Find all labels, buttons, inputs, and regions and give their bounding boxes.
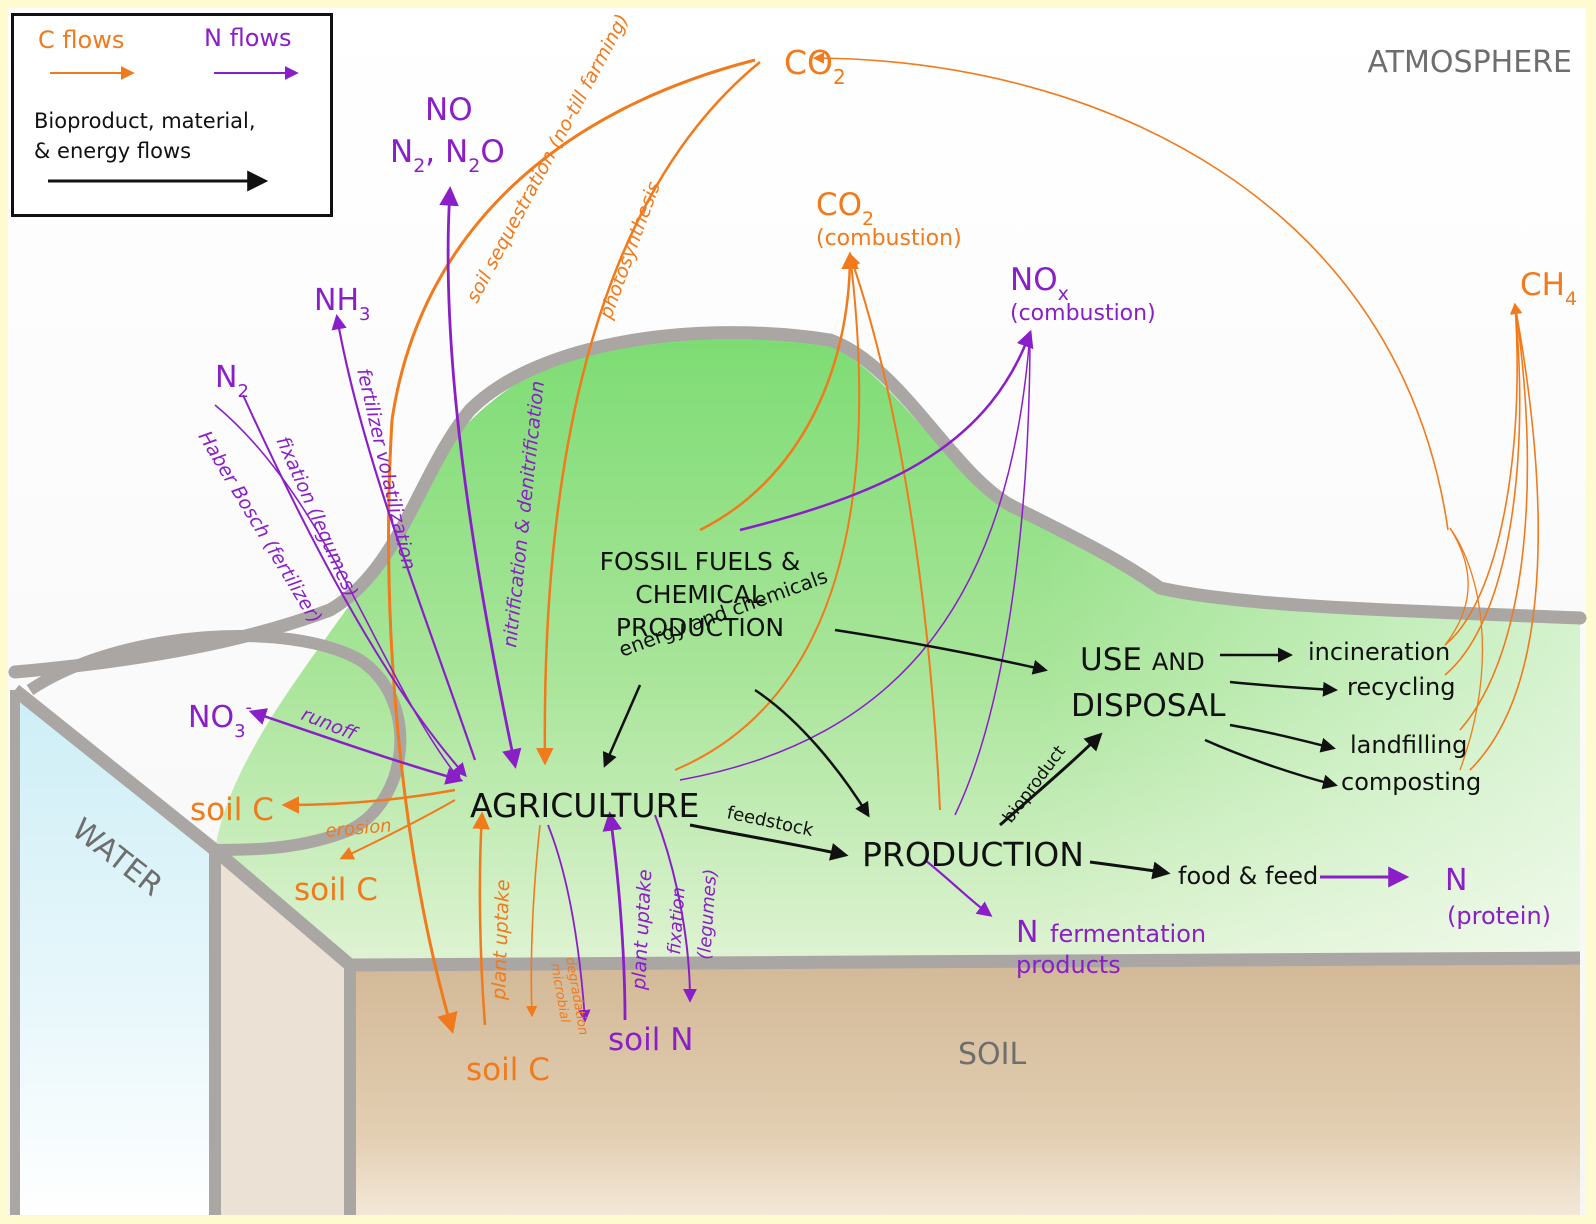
nox-sub: (combustion)	[1010, 301, 1156, 326]
arrow-fixation-bottom	[654, 814, 697, 1003]
fossil-line-2: CHEMICAL	[635, 580, 765, 609]
nitrogen-flow-arrows	[214, 186, 1410, 1023]
arrow-photosynthesis	[536, 61, 761, 766]
material-flow-arrows	[602, 628, 1338, 880]
legend-n-flows: N flows	[204, 24, 292, 52]
arrow-runoff	[248, 708, 464, 785]
no3-label: NO3-	[188, 697, 252, 742]
no-label: NO	[425, 92, 473, 128]
carbon-flow-arrows	[281, 52, 1540, 1035]
nox-label: NOx	[1010, 262, 1069, 305]
arrow-to-landfilling	[1229, 723, 1336, 753]
ridge-top	[8, 326, 1587, 679]
ch4-label: CH4	[1520, 267, 1577, 310]
arrow-erosion-1	[281, 788, 456, 814]
n-protein-n: N	[1445, 863, 1467, 898]
nh3-label: NH3	[314, 283, 370, 325]
arrow-fertilizer-volatilization	[331, 313, 477, 761]
arrow-plant-uptake-c	[472, 811, 490, 1026]
arrow-compost-to-co2-a	[1444, 527, 1469, 646]
arrow-fossil-to-nox	[739, 329, 1034, 532]
arrow-microbial-n	[547, 824, 591, 1023]
green-fade	[215, 330, 1580, 966]
soil-c-left: soil C	[190, 792, 274, 828]
arrow-to-ch4-b	[1444, 302, 1522, 676]
co2-combustion-label: CO2	[816, 187, 874, 230]
arrow-to-ch4-a	[1444, 302, 1522, 646]
arrow-compost-to-co2-b	[1449, 527, 1484, 771]
arrow-microbial	[526, 824, 541, 1018]
arrow-to-n-fermentation	[924, 859, 993, 917]
arrow-ch4-to-co2	[812, 52, 1449, 531]
recycling-label: recycling	[1347, 673, 1455, 701]
arrow-to-ch4-c	[1459, 302, 1529, 731]
landfilling-label: landfilling	[1350, 731, 1467, 759]
n-ferm-n: N	[1016, 915, 1038, 950]
composting-label: composting	[1341, 768, 1481, 796]
arrow-fossil-to-use	[834, 628, 1048, 675]
soil-c-bottom: soil C	[466, 1052, 550, 1088]
legend-graphic: C flows N flows Bioproduct, material, & …	[34, 24, 299, 192]
soil-c-left2: soil C	[294, 872, 378, 908]
arrow-energy-to-production	[754, 688, 870, 818]
label-fixation-bottom-1: fixation	[664, 886, 690, 955]
arrow-plant-uptake-n	[602, 811, 627, 1021]
arrow-soil-sequestration	[387, 58, 756, 1035]
soil-n: soil N	[608, 1022, 693, 1058]
arrow-energy-to-agriculture	[602, 684, 642, 768]
arrow-to-ch4-d	[1469, 302, 1540, 771]
arrow-nitrification	[439, 186, 522, 769]
n2-n2o-label: N2, N2O	[390, 134, 505, 177]
incineration-label: incineration	[1308, 638, 1450, 666]
n2-label: N2	[215, 360, 249, 402]
arrow-to-food-feed	[1089, 860, 1171, 880]
legend: C flows N flows Bioproduct, material, & …	[11, 13, 333, 217]
fossil-line-3: PRODUCTION	[616, 613, 784, 642]
arrow-production-to-nox	[954, 332, 1031, 816]
arrow-feedstock	[689, 823, 849, 861]
n-protein-label: (protein)	[1447, 902, 1551, 930]
soil-block	[350, 958, 1580, 1215]
co2-top-label: CO2	[784, 43, 846, 89]
arrow-agriculture-to-nox	[679, 332, 1031, 781]
n-ferm-line1: fermentation	[1050, 920, 1206, 948]
food-feed-label: food & feed	[1178, 862, 1318, 890]
water-edge	[10, 684, 1581, 972]
arrow-bioproduct	[999, 732, 1103, 827]
legend-c-flows: C flows	[38, 26, 124, 54]
region-atmosphere: ATMOSPHERE	[1368, 45, 1572, 80]
n-ferm-line2: products	[1016, 951, 1121, 979]
arrow-production-to-co2	[847, 252, 941, 811]
label-plant-uptake-c: plant uptake	[488, 879, 514, 1001]
arrow-agriculture-to-co2	[674, 252, 861, 771]
use-line: USE AND	[1080, 642, 1205, 678]
arrow-to-recycling	[1229, 680, 1338, 697]
production-node: PRODUCTION	[862, 835, 1084, 874]
legend-other-line1: Bioproduct, material,	[34, 109, 256, 133]
legend-other-line2: & energy flows	[34, 139, 191, 163]
water-body	[15, 690, 215, 1215]
co2-combustion-sub: (combustion)	[816, 226, 962, 251]
arrow-fossil-to-co2	[699, 251, 859, 532]
region-soil: SOIL	[958, 1037, 1027, 1072]
fossil-line-1: FOSSIL FUELS &	[600, 547, 801, 576]
disposal-line: DISPOSAL	[1071, 688, 1226, 724]
arrow-erosion-2	[339, 799, 456, 860]
arrow-to-composting	[1204, 738, 1338, 790]
agriculture-node: AGRICULTURE	[470, 786, 699, 825]
